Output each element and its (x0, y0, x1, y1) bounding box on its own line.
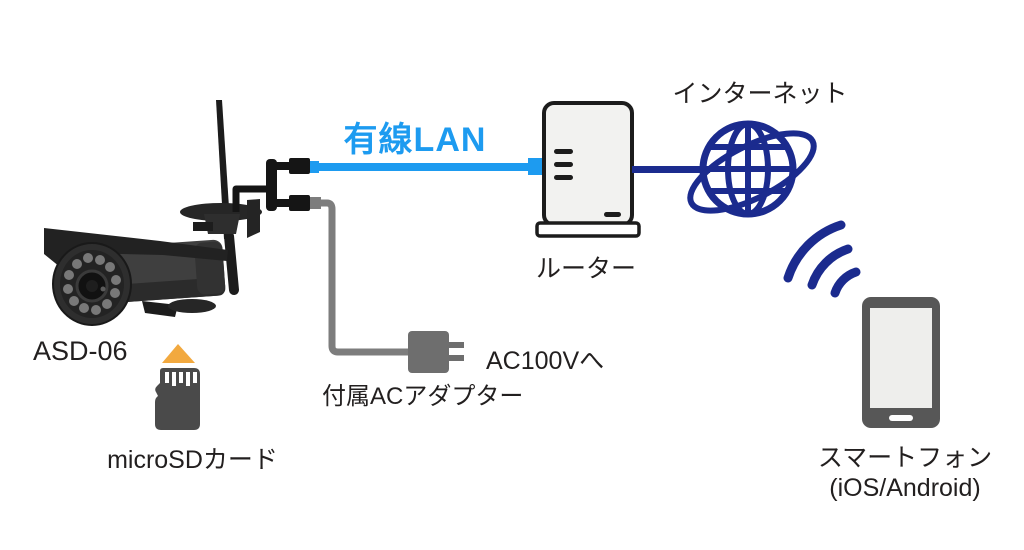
smartphone-icon (862, 297, 940, 428)
security-camera-icon (44, 100, 262, 326)
ac-outlet-label: AC100Vへ (486, 347, 605, 375)
power-cable (316, 199, 409, 356)
internet-globe-icon (687, 120, 817, 218)
sd-card-pins (165, 372, 197, 386)
router-icon (535, 101, 641, 238)
wired-lan-cable (317, 158, 545, 175)
ac-adapter-label: 付属ACアダプター (322, 383, 524, 410)
lan-splitter-cable-icon (232, 158, 321, 212)
wired-lan-label: 有線LAN (343, 121, 487, 159)
smartphone-label-line2: (iOS/Android) (829, 474, 981, 502)
ir-led-ring (63, 253, 121, 315)
insert-arrow-up-icon (162, 344, 195, 363)
router-label: ルーター (535, 255, 636, 283)
microsd-card-label: microSDカード (107, 446, 278, 474)
wifi-signal-icon (783, 220, 861, 298)
internet-link-line (632, 166, 710, 173)
router-led-dashes (554, 149, 621, 217)
microsd-card-icon (155, 368, 200, 430)
smartphone-label: スマートフォン (iOS/Android) (810, 443, 1000, 503)
smartphone-label-line1: スマートフォン (817, 444, 993, 472)
camera-model-label: ASD-06 (33, 336, 128, 366)
ac-adapter-plug-icon (408, 331, 464, 373)
internet-label: インターネット (672, 80, 848, 108)
